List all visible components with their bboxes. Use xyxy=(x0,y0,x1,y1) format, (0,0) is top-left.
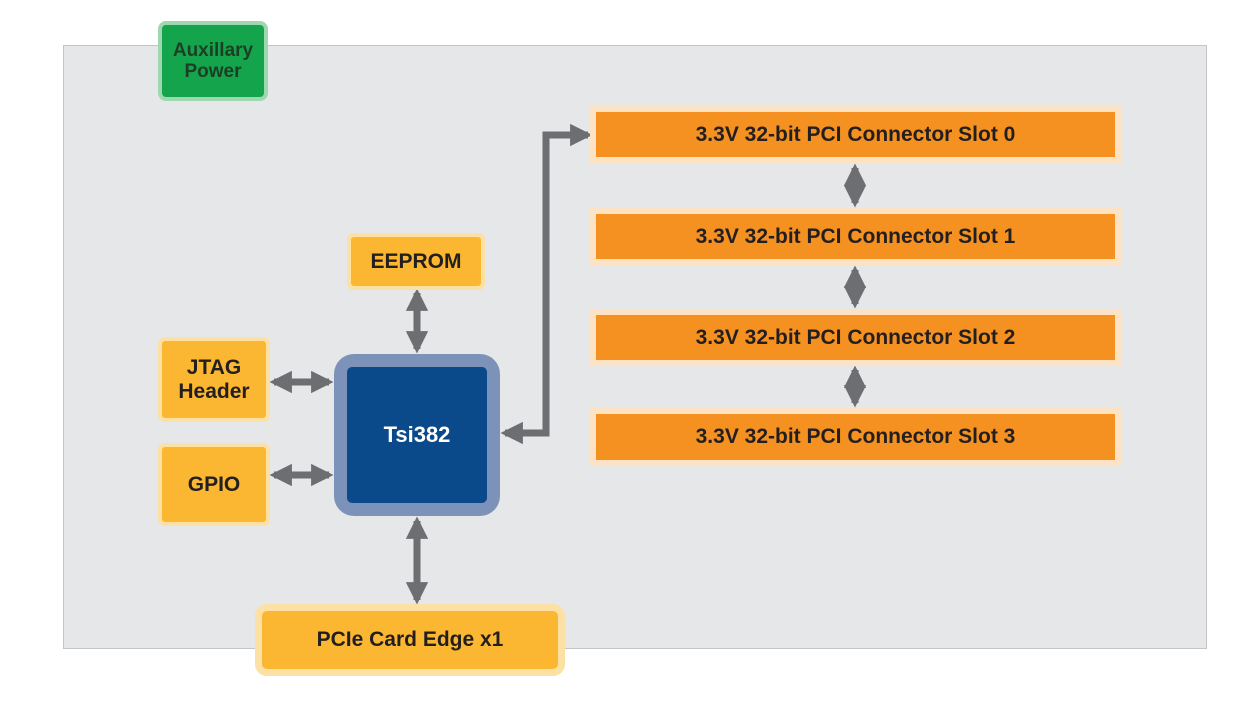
bridge-chip-label: Tsi382 xyxy=(347,367,487,503)
gpio-block: GPIO xyxy=(158,443,270,526)
eeprom-block: EEPROM xyxy=(347,233,485,290)
pci-slot-2: 3.3V 32-bit PCI Connector Slot 2 xyxy=(590,309,1121,366)
jtag-header-block: JTAG Header xyxy=(158,337,270,422)
pcie-card-edge-block: PCIe Card Edge x1 xyxy=(255,604,565,676)
pci-bus-arrow xyxy=(500,123,593,445)
pci-slot-1: 3.3V 32-bit PCI Connector Slot 1 xyxy=(590,208,1121,265)
auxiliary-power-block: Auxillary Power xyxy=(158,21,268,101)
pci-slot-3: 3.3V 32-bit PCI Connector Slot 3 xyxy=(590,408,1121,466)
pci-slot-0: 3.3V 32-bit PCI Connector Slot 0 xyxy=(590,106,1121,163)
